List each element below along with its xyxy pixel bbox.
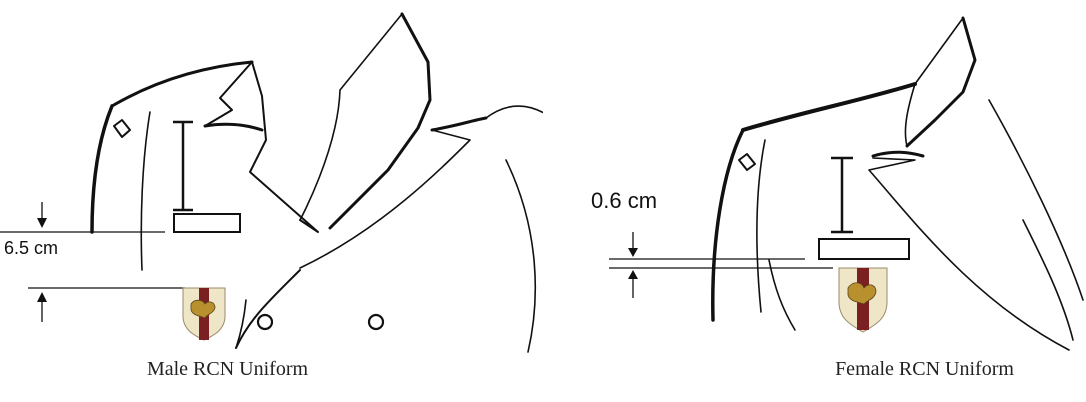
female-uniform-figure: 0.6 cm Female RCN Uniform bbox=[543, 0, 1086, 402]
female-dimension-lines bbox=[609, 232, 833, 298]
female-uniform-drawing bbox=[609, 16, 1084, 351]
male-uniform-drawing bbox=[0, 12, 543, 353]
male-right-lapel bbox=[328, 12, 432, 230]
female-sleeve-outer bbox=[711, 128, 745, 322]
female-sleeve-inner bbox=[756, 139, 766, 313]
male-uniform-figure: 6.5 cm Male RCN Uniform bbox=[0, 12, 543, 380]
male-button-right bbox=[367, 313, 385, 331]
male-right-lapel-edge bbox=[299, 13, 403, 221]
male-front-edge bbox=[235, 269, 301, 349]
female-right-lapel-edge bbox=[904, 17, 964, 147]
female-rcn-badge bbox=[838, 267, 888, 333]
male-rcn-badge bbox=[182, 287, 226, 341]
male-left-lapel bbox=[204, 61, 319, 233]
male-sleeve-inner bbox=[140, 111, 151, 271]
male-ibeam-marker bbox=[173, 120, 193, 212]
female-caption: Female RCN Uniform bbox=[835, 358, 1014, 380]
male-right-body bbox=[505, 159, 537, 353]
male-epaulette bbox=[113, 119, 131, 138]
female-lapel-lower bbox=[868, 157, 1070, 351]
male-shoulder-line bbox=[110, 60, 254, 108]
female-right-lapel bbox=[905, 16, 977, 148]
male-measurement-label: 6.5 cm bbox=[4, 238, 59, 258]
female-dimension-arrows bbox=[628, 248, 638, 279]
female-right-body2 bbox=[1022, 219, 1074, 341]
female-right-body bbox=[988, 99, 1084, 301]
female-measurement-label: 0.6 cm bbox=[591, 188, 658, 213]
male-dimension-lines bbox=[0, 202, 185, 322]
male-front-edge2 bbox=[235, 299, 247, 349]
male-left-notch bbox=[203, 122, 264, 132]
male-right-notch bbox=[430, 116, 488, 132]
female-ibeam-marker bbox=[831, 156, 853, 234]
male-dimension-arrows bbox=[37, 218, 47, 302]
male-caption: Male RCN Uniform bbox=[146, 358, 309, 380]
male-button-left bbox=[256, 313, 274, 331]
female-shoulder-line bbox=[741, 82, 917, 132]
male-ribbon-bar bbox=[173, 213, 241, 233]
male-right-shoulder bbox=[485, 105, 543, 119]
female-ribbon-bar bbox=[818, 238, 910, 260]
female-left-notch bbox=[871, 150, 925, 158]
male-sleeve-outer bbox=[90, 104, 114, 234]
female-sleeve-inner2 bbox=[768, 259, 796, 331]
female-epaulette bbox=[738, 153, 756, 171]
male-right-lapel-lower bbox=[299, 129, 471, 269]
